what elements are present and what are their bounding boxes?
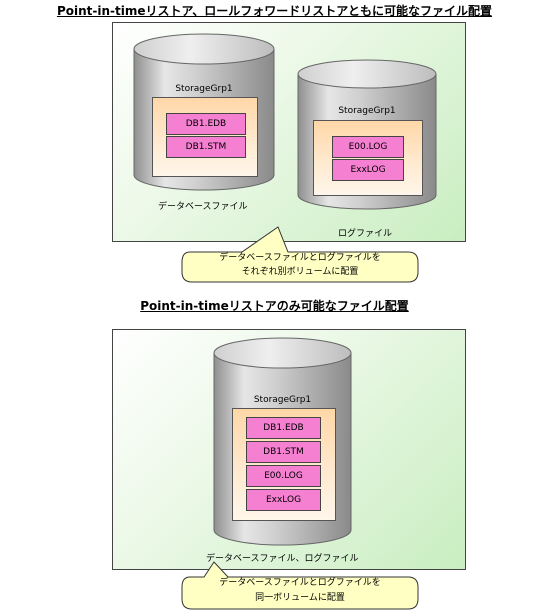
top-callout: データベースファイルとログファイルを それぞれ別ボリュームに配置 <box>180 226 420 284</box>
file-db1-edb: DB1.EDB <box>166 113 246 135</box>
storage-group-box: DB1.EDB DB1.STM <box>152 97 258 177</box>
storage-group-label: StorageGrp1 <box>175 84 233 94</box>
database-volume-cylinder: StorageGrp1 DB1.EDB DB1.STM <box>133 33 275 191</box>
database-file-caption: データベースファイル <box>158 202 248 212</box>
callout-line-1: データベースファイルとログファイルを <box>219 253 381 263</box>
top-title: Point-in-timeリストア、ロールフォワードリストアともに可能なファイル… <box>56 4 493 18</box>
shared-volume-cylinder: StorageGrp1 DB1.EDB DB1.STM E00.LOG ExxL… <box>213 337 352 547</box>
storage-group-label: StorageGrp1 <box>338 106 396 116</box>
log-volume-cylinder: StorageGrp1 E00.LOG ExxLOG <box>297 59 437 211</box>
file-db1-stm: DB1.STM <box>246 441 321 463</box>
callout-line-2: それぞれ別ボリュームに配置 <box>241 267 359 277</box>
file-db1-edb: DB1.EDB <box>246 417 321 439</box>
storage-group-box: E00.LOG ExxLOG <box>313 120 423 196</box>
file-e00-log: E00.LOG <box>332 136 404 158</box>
file-exx-log: ExxLOG <box>332 159 404 181</box>
file-exx-log: ExxLOG <box>246 489 321 511</box>
log-file-caption: ログファイル <box>338 229 393 239</box>
bottom-title: Point-in-timeリストアのみ可能なファイル配置 <box>140 299 409 313</box>
storage-group-label: StorageGrp1 <box>253 395 312 405</box>
callout-line-2: 同一ボリュームに配置 <box>255 593 345 603</box>
shared-file-caption: データベースファイル、ログファイル <box>206 554 359 564</box>
file-db1-stm: DB1.STM <box>166 136 246 158</box>
bottom-callout: データベースファイルとログファイルを 同一ボリュームに配置 <box>180 561 420 611</box>
callout-line-1: データベースファイルとログファイルを <box>219 578 381 588</box>
file-e00-log: E00.LOG <box>246 465 321 487</box>
storage-group-box: DB1.EDB DB1.STM E00.LOG ExxLOG <box>232 408 336 521</box>
